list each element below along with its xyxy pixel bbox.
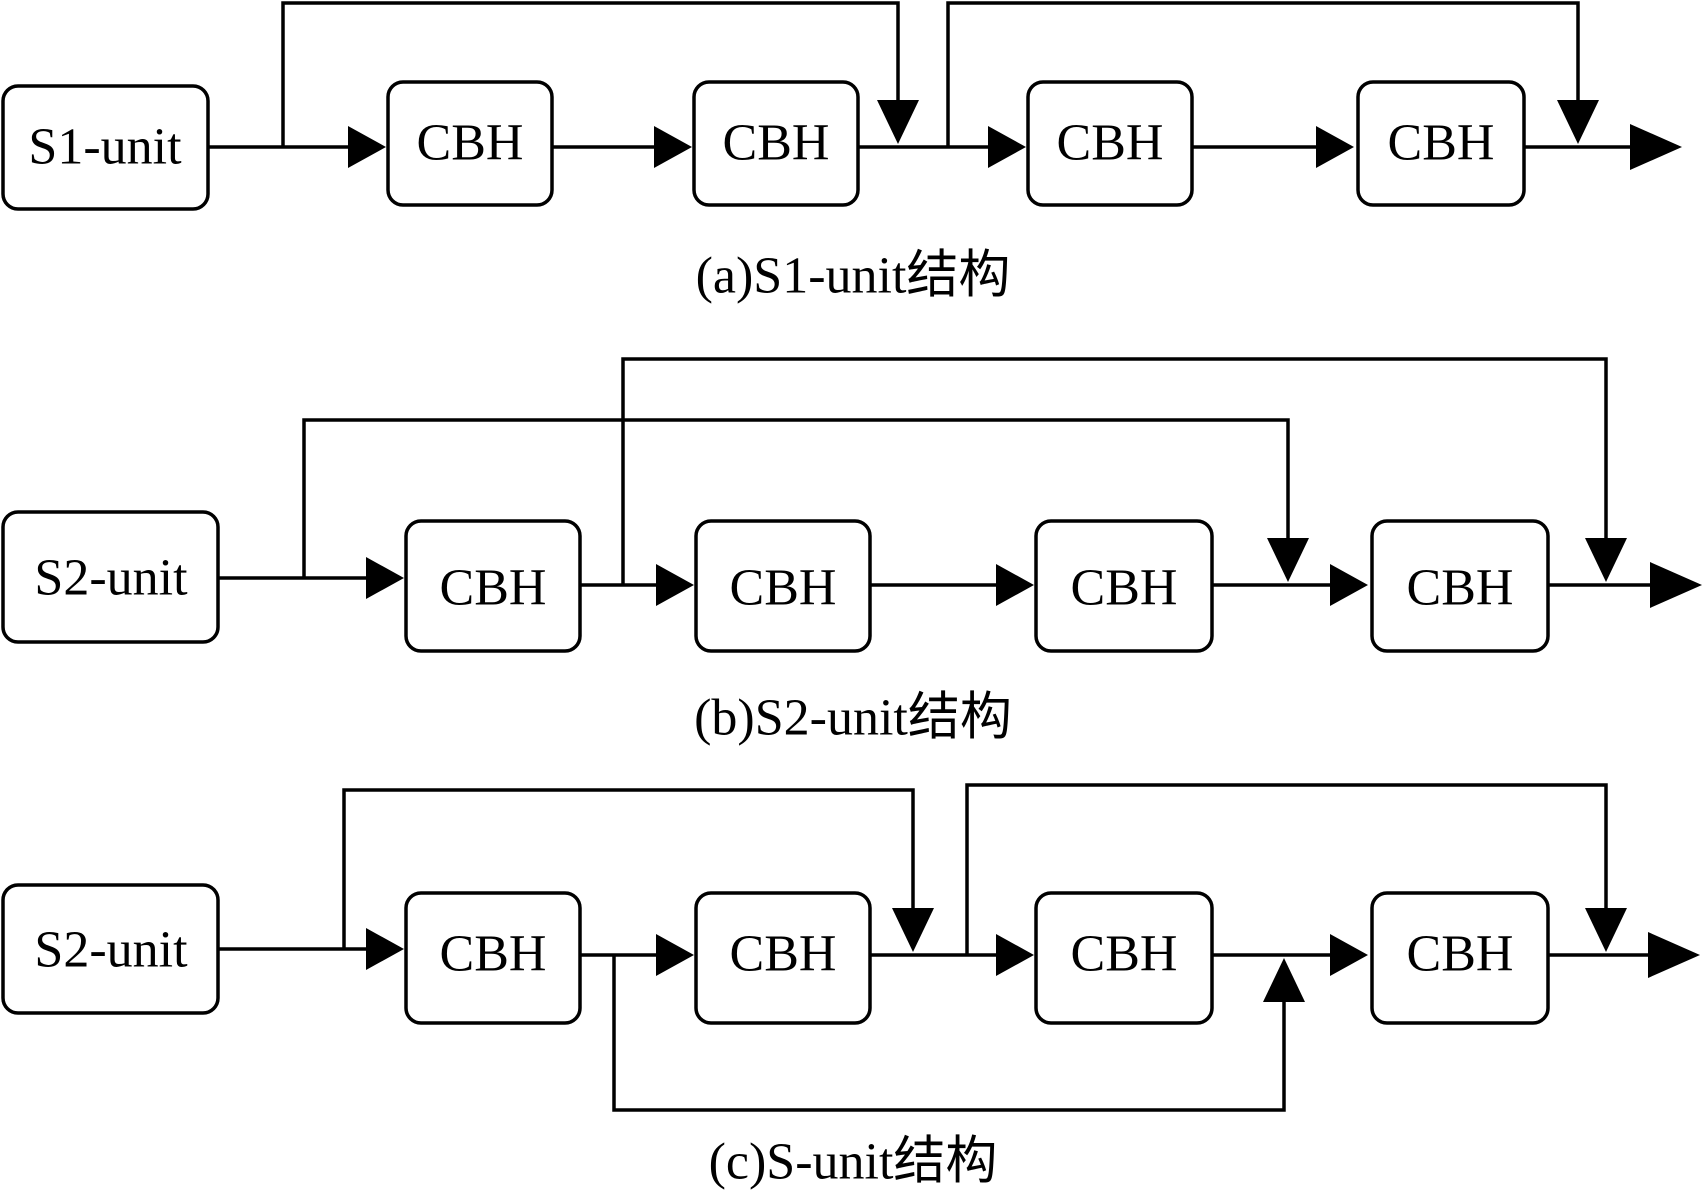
arrow-a-4: [1316, 126, 1354, 168]
cbh-block-label: CBH: [1388, 115, 1495, 172]
arrow-c-1: [366, 928, 404, 970]
cbh-block-c-1: CBH: [404, 891, 582, 1025]
cbh-block-a-1: CBH: [386, 80, 554, 207]
cbh-block-c-2: CBH: [694, 891, 872, 1025]
arrow-b-3: [996, 564, 1034, 606]
cbh-block-b-3: CBH: [1034, 519, 1214, 653]
cbh-block-label: CBH: [440, 560, 547, 617]
arrow-b-skip-1: [1267, 538, 1309, 582]
input-node-a: S1-unit: [1, 84, 210, 211]
cbh-block-label: CBH: [440, 926, 547, 983]
skip-c-2: [965, 783, 1608, 955]
arrow-c-3: [996, 934, 1034, 976]
cbh-block-a-3: CBH: [1026, 80, 1194, 207]
cbh-block-b-1: CBH: [404, 519, 582, 653]
caption-b: (b)S2-unit结构: [694, 690, 1012, 747]
arrow-b-1: [366, 557, 404, 599]
caption-a: (a)S1-unit结构: [696, 248, 1011, 305]
cbh-block-label: CBH: [417, 115, 524, 172]
skip-c-1: [342, 788, 915, 949]
skip-b-2: [621, 357, 1608, 585]
cbh-block-a-2: CBH: [692, 80, 860, 207]
panel-b: S2-unit CBH CBH CBH CBH (b)S2-unit结构: [1, 357, 1702, 747]
input-node-label: S1-unit: [28, 119, 182, 176]
arrow-c-skip-1: [892, 908, 934, 952]
input-node-b: S2-unit: [1, 510, 220, 644]
cbh-block-label: CBH: [1407, 560, 1514, 617]
caption-c: (c)S-unit结构: [709, 1134, 998, 1191]
arrow-b-skip-2: [1585, 538, 1627, 582]
cbh-block-label: CBH: [730, 926, 837, 983]
skip-b-1: [302, 418, 1290, 578]
cbh-block-c-3: CBH: [1034, 891, 1214, 1025]
arrow-a-skip-2: [1557, 100, 1599, 144]
panel-a: S1-unit CBH CBH CBH CBH (a)S1-unit结构: [1, 1, 1682, 305]
arrow-c-skip-2: [1585, 908, 1627, 952]
arrow-a-2: [654, 126, 692, 168]
cbh-block-label: CBH: [1057, 115, 1164, 172]
cbh-block-b-2: CBH: [694, 519, 872, 653]
arrow-c-4: [1330, 934, 1368, 976]
skip-a-2: [946, 1, 1580, 147]
cbh-block-b-4: CBH: [1370, 519, 1550, 653]
arrow-c-skip-3: [1263, 958, 1305, 1002]
cbh-block-label: CBH: [730, 560, 837, 617]
arrow-a-skip-1: [877, 100, 919, 144]
cbh-block-c-4: CBH: [1370, 891, 1550, 1025]
arrow-a-out: [1630, 124, 1682, 170]
arrow-c-out: [1648, 932, 1700, 978]
arrow-c-2: [656, 934, 694, 976]
input-node-label: S2-unit: [34, 922, 188, 979]
cbh-block-label: CBH: [1407, 926, 1514, 983]
input-node-c: S2-unit: [1, 883, 220, 1015]
arrow-a-3: [988, 126, 1026, 168]
arrow-b-4: [1330, 564, 1368, 606]
cbh-block-label: CBH: [1071, 926, 1178, 983]
panel-c: S2-unit CBH CBH CBH CBH (c)S-unit结构: [1, 783, 1700, 1191]
skip-a-1: [281, 1, 900, 147]
arrow-b-out: [1650, 562, 1702, 608]
input-node-label: S2-unit: [34, 550, 188, 607]
arrow-a-1: [348, 126, 386, 168]
cbh-block-label: CBH: [1071, 560, 1178, 617]
skip-c-3: [612, 955, 1286, 1112]
cbh-block-a-4: CBH: [1356, 80, 1526, 207]
cbh-block-label: CBH: [723, 115, 830, 172]
arrow-b-2: [656, 564, 694, 606]
